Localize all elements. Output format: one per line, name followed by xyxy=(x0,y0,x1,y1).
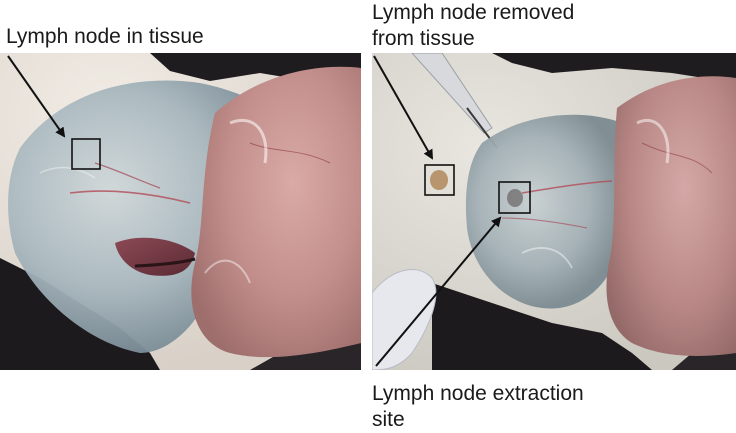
label-line: from tissue xyxy=(372,27,475,50)
skin-flap xyxy=(191,66,361,358)
extraction-site-box xyxy=(498,181,531,214)
dark-slit xyxy=(134,257,196,268)
fur-top xyxy=(492,53,736,83)
specular-highlight xyxy=(229,118,268,164)
vessel xyxy=(641,142,713,174)
removed-lymph-node-box xyxy=(424,164,455,196)
incision xyxy=(115,237,195,276)
label-extraction-site: Lymph node extraction site xyxy=(372,381,584,433)
vessel xyxy=(94,162,161,189)
label-line: Lymph node in tissue xyxy=(6,25,204,48)
skin-flap xyxy=(606,76,736,356)
lymph-node-in-tissue-photo xyxy=(0,53,361,370)
label-lymph-node-removed: Lymph node removed from tissue xyxy=(372,0,574,52)
label-lymph-node-in-tissue: Lymph node in tissue xyxy=(6,24,204,50)
fur-top xyxy=(150,53,361,93)
specular-highlight xyxy=(636,119,670,164)
lymph-node-removed-photo xyxy=(372,53,736,370)
specular-highlight xyxy=(521,247,573,269)
vessel xyxy=(501,217,588,229)
vessel xyxy=(249,142,331,164)
specular-highlight xyxy=(204,259,251,284)
left-photo-panel xyxy=(0,53,361,370)
right-photo-panel xyxy=(372,53,736,370)
extracted-lymph-node xyxy=(430,170,448,190)
label-line: Lymph node removed xyxy=(372,1,575,24)
specular-highlight xyxy=(39,166,96,179)
extraction-site xyxy=(507,189,523,207)
vessel xyxy=(521,180,613,194)
tissue-area xyxy=(465,114,634,309)
fur-bottom-right xyxy=(250,343,361,370)
vessel xyxy=(69,190,191,204)
label-line: Lymph node extraction xyxy=(372,382,584,405)
label-line: site xyxy=(372,408,405,431)
lymph-node-box xyxy=(71,138,101,170)
